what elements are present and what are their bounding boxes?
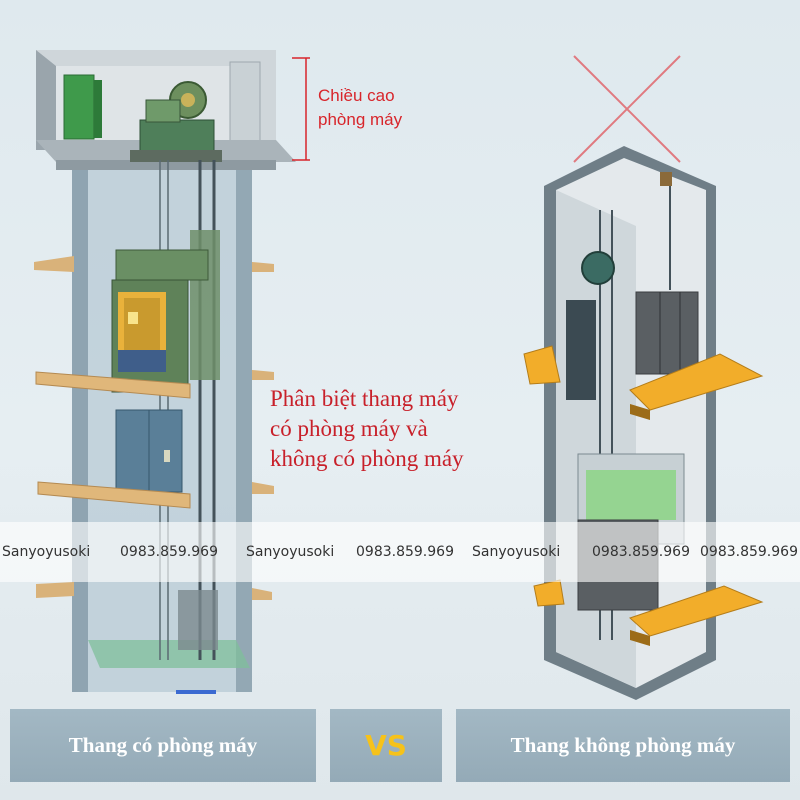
machine-room-height-marker (292, 57, 310, 161)
elevator-without-machine-room (523, 55, 764, 700)
without-machine-room-label: Thang không phòng máy (510, 733, 736, 757)
machine-room-height-label: Chiều cao phòng máy (318, 86, 403, 129)
watermark-text: Sanyoyusoki (472, 544, 561, 560)
watermark-text: Sanyoyusoki (246, 544, 335, 560)
machine-room (36, 50, 296, 170)
control-cabinet (63, 74, 95, 140)
left-elevator-car (111, 249, 209, 393)
right-floor-slabs (523, 345, 764, 646)
traction-machine (130, 81, 222, 162)
watermark-banner: Sanyoyusoki 0983.859.969 Sanyoyusoki 098… (0, 522, 800, 582)
watermark-text: 0983.859.969 (120, 544, 218, 560)
vs-box: VS (330, 709, 442, 782)
watermark-text: 0983.859.969 (592, 544, 690, 560)
comparison-caption: Phân biệt thang máy có phòng máy và khôn… (270, 386, 464, 471)
watermark-text: 0983.859.969 (356, 544, 454, 560)
with-machine-room-label: Thang có phòng máy (68, 733, 258, 757)
vs-label: VS (365, 729, 407, 762)
watermark-text: Sanyoyusoki (2, 544, 91, 560)
left-floor-slabs (34, 256, 274, 600)
watermark-text: 0983.859.969 (700, 544, 798, 560)
without-machine-room-label-box: Thang không phòng máy (456, 709, 790, 782)
with-machine-room-label-box: Thang có phòng máy (10, 709, 316, 782)
crossed-out-machine-room-icon (573, 55, 681, 163)
elevator-with-machine-room (34, 50, 310, 694)
